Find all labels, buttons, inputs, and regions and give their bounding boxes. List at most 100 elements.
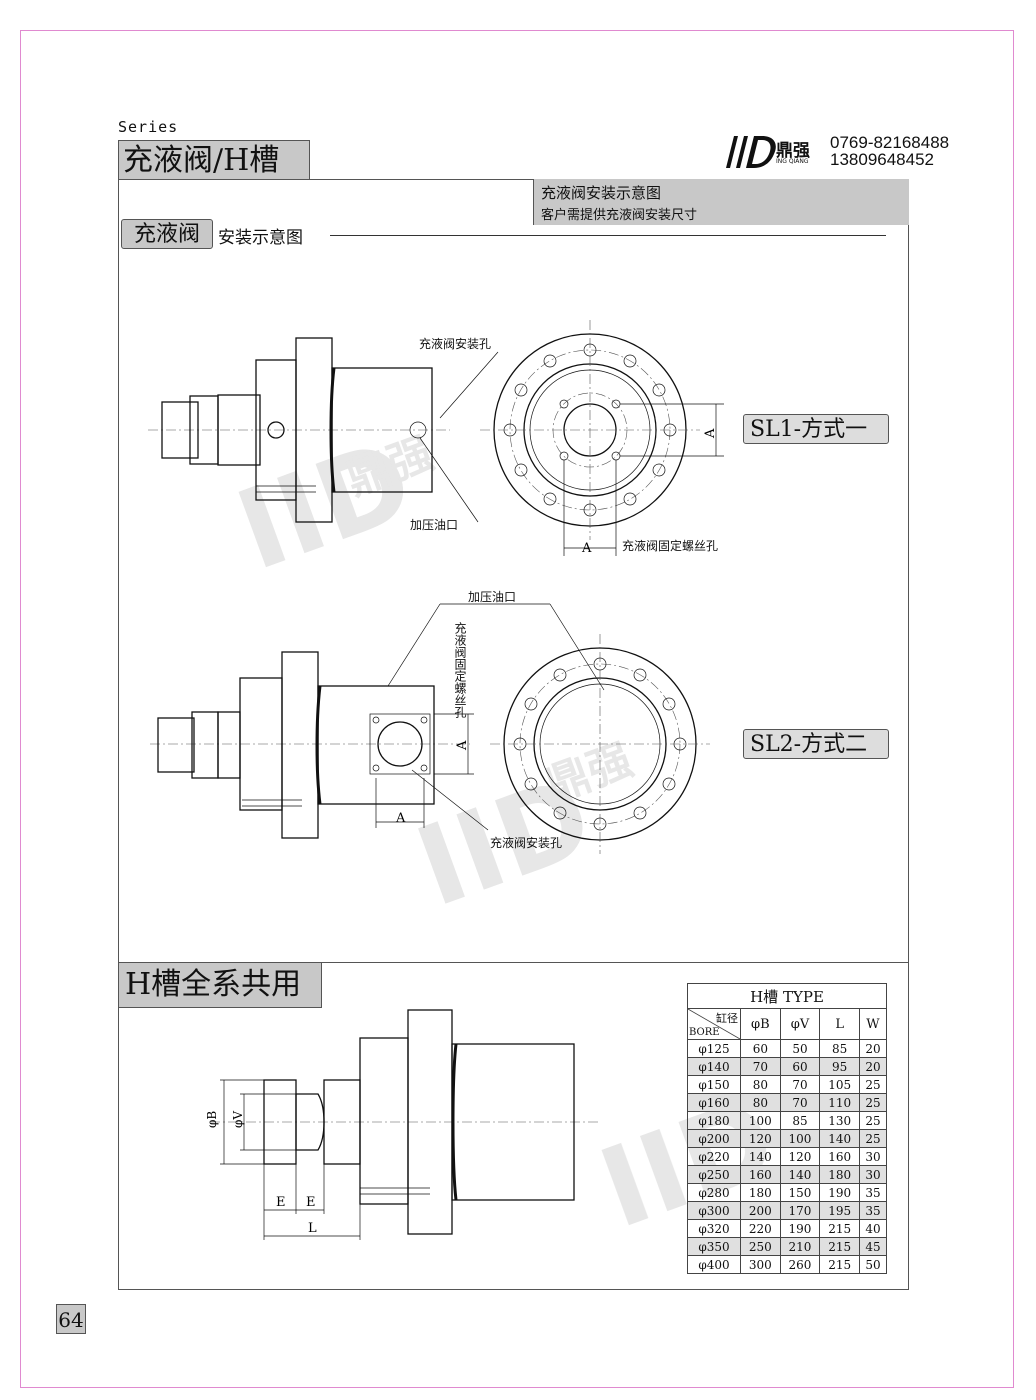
dim-a-vertical: A <box>703 428 718 439</box>
table-cell: φ320 <box>687 1219 741 1238</box>
table-cell: 190 <box>819 1183 860 1202</box>
page-number: 64 <box>56 1304 86 1334</box>
table-cell: 140 <box>740 1147 781 1166</box>
page-title: 充液阀/H槽 <box>118 140 310 180</box>
table-cell: φ280 <box>687 1183 741 1202</box>
table-cell: 180 <box>819 1165 860 1184</box>
brand-sub: ING QIANG <box>776 158 809 165</box>
dim-a: A <box>395 811 406 826</box>
table-cell: 20 <box>858 1057 888 1076</box>
svg-text:鼎强: 鼎强 <box>539 734 639 812</box>
table-cell: φ200 <box>687 1129 741 1148</box>
table-cell: 60 <box>740 1039 781 1058</box>
table-cell: φ150 <box>687 1075 741 1094</box>
table-corner: 缸径 BORE <box>687 1008 741 1040</box>
page-border <box>20 30 1014 1388</box>
table-cell: 85 <box>779 1111 821 1130</box>
table-cell: 110 <box>819 1093 860 1112</box>
sl1-front-view <box>419 320 724 556</box>
table-caption: H槽 TYPE <box>687 983 887 1009</box>
table-header: φB <box>740 1008 781 1040</box>
section-heading-valve: 充液阀 <box>121 219 213 249</box>
logo-mark-icon <box>726 136 776 168</box>
sl2-side-view <box>150 603 550 839</box>
table-cell: 215 <box>819 1237 860 1256</box>
table-cell: φ300 <box>687 1201 741 1220</box>
sl1-note-mount-hole: 充液阀安装孔 <box>419 337 492 351</box>
sl1-note-fix-screw: 充液阀固定螺丝孔 <box>622 539 719 553</box>
sl1-side-view <box>148 337 450 523</box>
sl2-note-oil-port: 加压油口 <box>468 590 517 604</box>
table-cell: 130 <box>819 1111 860 1130</box>
h-groove-drawing <box>210 1009 600 1240</box>
table-cell: 250 <box>740 1237 781 1256</box>
table-cell: 220 <box>740 1219 781 1238</box>
table-cell: 215 <box>819 1219 860 1238</box>
contact-info: 0769-82168488 13809648452 <box>830 134 949 168</box>
table-cell: 300 <box>740 1255 781 1274</box>
table-cell: φ220 <box>687 1147 741 1166</box>
sl2-note-mount-hole: 充液阀安装孔 <box>490 836 563 850</box>
table-cell: 40 <box>858 1219 888 1238</box>
table-cell: φ180 <box>687 1111 741 1130</box>
section-divider <box>118 962 909 963</box>
dim-phi-b: φB <box>205 1111 219 1128</box>
table-cell: 100 <box>779 1129 821 1148</box>
series-label: Series <box>118 118 179 136</box>
dim-e2: E <box>306 1195 316 1210</box>
sl1-label: SL1-方式一 <box>743 414 889 444</box>
table-cell: φ160 <box>687 1093 741 1112</box>
sl2-front-view <box>490 603 710 854</box>
table-cell: 100 <box>740 1111 781 1130</box>
brand-logo <box>716 132 826 172</box>
section-heading-h-groove: H槽全系共用 <box>118 962 322 1008</box>
table-cell: 25 <box>858 1111 888 1130</box>
table-cell: 120 <box>740 1129 781 1148</box>
table-cell: 210 <box>779 1237 821 1256</box>
phone-1: 0769-82168488 <box>830 133 950 152</box>
table-cell: 50 <box>779 1039 821 1058</box>
table-cell: 30 <box>858 1147 888 1166</box>
table-cell: 35 <box>858 1183 888 1202</box>
table-header: W <box>858 1008 888 1040</box>
table-cell: 25 <box>858 1075 888 1094</box>
dim-a: A <box>581 541 592 556</box>
corner-top: 缸径 <box>716 1012 738 1025</box>
dim-e1: E <box>276 1195 286 1210</box>
table-cell: 70 <box>779 1093 821 1112</box>
table-cell: 150 <box>779 1183 821 1202</box>
phone-2: 13809648452 <box>830 150 935 169</box>
banner-subtitle: 客户需提供充液阀安装尺寸 <box>541 208 698 223</box>
dim-a-vertical: A <box>455 740 470 751</box>
dim-l: L <box>308 1221 317 1236</box>
table-cell: 200 <box>740 1201 781 1220</box>
content-frame <box>118 179 909 1290</box>
table-cell: 85 <box>819 1039 860 1058</box>
sl1-note-oil-port: 加压油口 <box>410 518 459 532</box>
banner <box>533 179 909 225</box>
table-cell: 35 <box>858 1201 888 1220</box>
table-cell: 95 <box>819 1057 860 1076</box>
table-cell: 180 <box>740 1183 781 1202</box>
table-cell: 45 <box>858 1237 888 1256</box>
table-cell: φ400 <box>687 1255 741 1274</box>
table-cell: 140 <box>819 1129 860 1148</box>
table-cell: 60 <box>779 1057 821 1076</box>
table-cell: 260 <box>779 1255 821 1274</box>
table-cell: 215 <box>819 1255 860 1274</box>
table-cell: 170 <box>779 1201 821 1220</box>
table-cell: φ140 <box>687 1057 741 1076</box>
table-header: φV <box>779 1008 821 1040</box>
table-cell: 120 <box>779 1147 821 1166</box>
table-cell: φ250 <box>687 1165 741 1184</box>
